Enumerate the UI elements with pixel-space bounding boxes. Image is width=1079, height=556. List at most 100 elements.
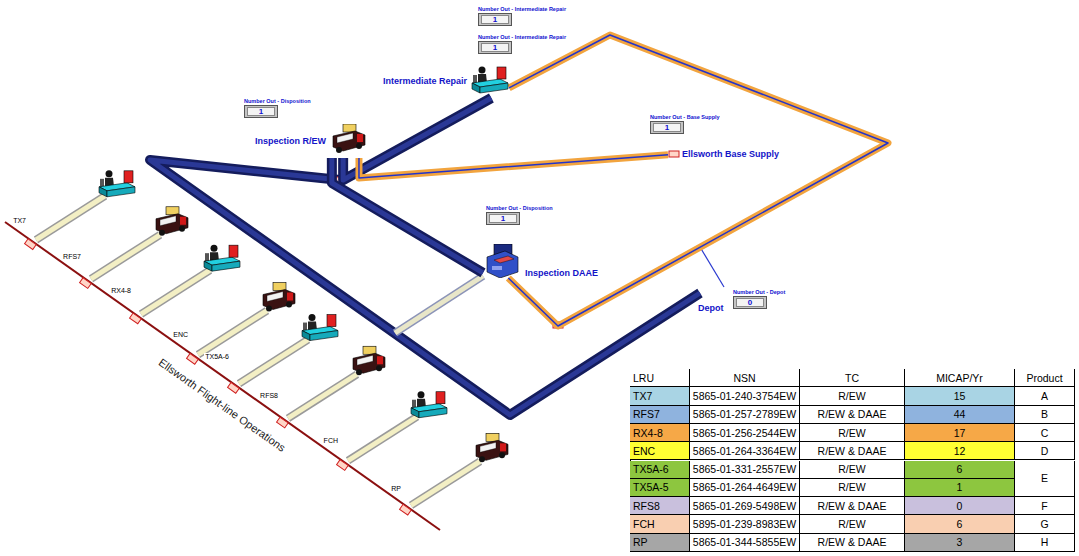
lift-icon bbox=[476, 433, 508, 462]
table-cell: C bbox=[1015, 424, 1075, 442]
mark-part bbox=[669, 151, 679, 157]
counter-box: Number Out - Disposition1 bbox=[244, 98, 311, 118]
conveyor-band bbox=[395, 276, 483, 333]
counter-heading: Number Out - Intermediate Repair bbox=[478, 6, 566, 13]
lane-core bbox=[288, 374, 357, 418]
lift-part bbox=[266, 306, 272, 312]
mark-icon bbox=[25, 239, 37, 250]
lane-core bbox=[239, 340, 308, 384]
desk-part bbox=[418, 391, 425, 398]
lane bbox=[198, 311, 267, 355]
station-icon bbox=[469, 64, 509, 98]
counter-box: Number Out - Intermediate Repair1 bbox=[478, 34, 566, 54]
table-header: NSN bbox=[690, 369, 800, 387]
lift-part bbox=[356, 143, 362, 149]
lru-label: TX5A-6 bbox=[204, 353, 230, 361]
counter-heading: Number Out - Disposition bbox=[244, 98, 311, 105]
mark-part bbox=[187, 354, 199, 365]
desk-part bbox=[310, 331, 338, 341]
lane bbox=[348, 417, 417, 461]
counter-value: 1 bbox=[489, 214, 517, 223]
machine-part bbox=[492, 266, 502, 270]
table-cell: 6 bbox=[905, 515, 1015, 533]
table-cell: R/EW bbox=[800, 387, 905, 405]
table-cell: R/EW & DAAE bbox=[800, 497, 905, 515]
station-label: Inspection R/EW bbox=[255, 136, 326, 146]
lane bbox=[141, 270, 210, 314]
lift-part bbox=[179, 226, 185, 232]
lift-part bbox=[499, 452, 505, 458]
lift-part bbox=[363, 346, 376, 354]
table-cell: RP bbox=[630, 534, 690, 552]
station-icon bbox=[328, 124, 368, 158]
desk-part bbox=[309, 314, 316, 321]
conveyor-band-core bbox=[150, 160, 700, 415]
counter-value: 1 bbox=[653, 123, 681, 132]
lane-core bbox=[91, 235, 160, 279]
table-cell: TX5A-6 bbox=[630, 461, 690, 479]
lift-part bbox=[376, 365, 382, 371]
mark-part bbox=[337, 460, 349, 471]
station-icon bbox=[483, 244, 523, 278]
counter-frame: 1 bbox=[486, 212, 520, 225]
counter-frame: 1 bbox=[650, 121, 684, 134]
table-cell: R/EW bbox=[800, 515, 905, 533]
table-cell: RFS8 bbox=[630, 497, 690, 515]
machine-part bbox=[487, 251, 518, 278]
desk-part bbox=[436, 392, 445, 404]
table-cell: FCH bbox=[630, 515, 690, 533]
lane bbox=[36, 196, 105, 240]
counter-heading: Number Out - Intermediate Repair bbox=[478, 34, 566, 41]
conveyor-core bbox=[332, 158, 483, 273]
lru-label: ENC bbox=[172, 331, 189, 339]
lru-label: RFS8 bbox=[259, 392, 279, 400]
counter-heading: Number Out - Disposition bbox=[486, 205, 553, 212]
table-cell: RX4-8 bbox=[630, 424, 690, 442]
table-cell: R/EW & DAAE bbox=[800, 534, 905, 552]
table-cell: R/EW bbox=[800, 479, 905, 497]
table-cell: H bbox=[1015, 534, 1075, 552]
desk-part bbox=[211, 245, 218, 252]
desk-icon bbox=[411, 391, 447, 418]
mark-icon bbox=[669, 151, 679, 157]
mark-part bbox=[228, 383, 240, 394]
table-cell: E bbox=[1015, 461, 1075, 498]
lru-label: RP bbox=[390, 485, 402, 493]
table-cell: R/EW bbox=[800, 424, 905, 442]
counter-box: Number Out - Intermediate Repair1 bbox=[478, 6, 566, 26]
lru-label: FCH bbox=[323, 437, 339, 445]
table-cell: 3 bbox=[905, 534, 1015, 552]
flight-line-baseline bbox=[5, 222, 440, 530]
lane-core bbox=[141, 270, 210, 314]
lane-core bbox=[198, 311, 267, 355]
counter-box: Number Out - Disposition 1 bbox=[486, 205, 553, 225]
mark-part bbox=[400, 504, 412, 515]
table-cell: 5865-01-269-5498EW bbox=[690, 497, 800, 515]
lift-part bbox=[486, 433, 499, 441]
table-cell: RFS7 bbox=[630, 406, 690, 424]
conveyor-band bbox=[332, 158, 483, 273]
desk-part bbox=[106, 170, 113, 177]
mark-icon bbox=[337, 460, 349, 471]
lift-part bbox=[160, 216, 176, 226]
lift-part bbox=[180, 217, 186, 225]
desk-part bbox=[419, 408, 447, 418]
lift-part bbox=[357, 134, 363, 142]
desk-part bbox=[497, 67, 506, 79]
desk-icon bbox=[302, 314, 338, 341]
conveyor-connector bbox=[332, 158, 483, 273]
lane-core bbox=[36, 196, 105, 240]
table-cell: R/EW & DAAE bbox=[800, 442, 905, 460]
desk-part bbox=[480, 83, 508, 93]
table-cell: 44 bbox=[905, 406, 1015, 424]
leader-line bbox=[700, 247, 724, 287]
conveyor-connector bbox=[359, 155, 668, 178]
counter-frame: 1 bbox=[244, 105, 278, 118]
mark-icon bbox=[400, 504, 412, 515]
mark-icon bbox=[228, 383, 240, 394]
table-cell: B bbox=[1015, 406, 1075, 424]
lane bbox=[411, 461, 480, 505]
table-cell: ENC bbox=[630, 442, 690, 460]
